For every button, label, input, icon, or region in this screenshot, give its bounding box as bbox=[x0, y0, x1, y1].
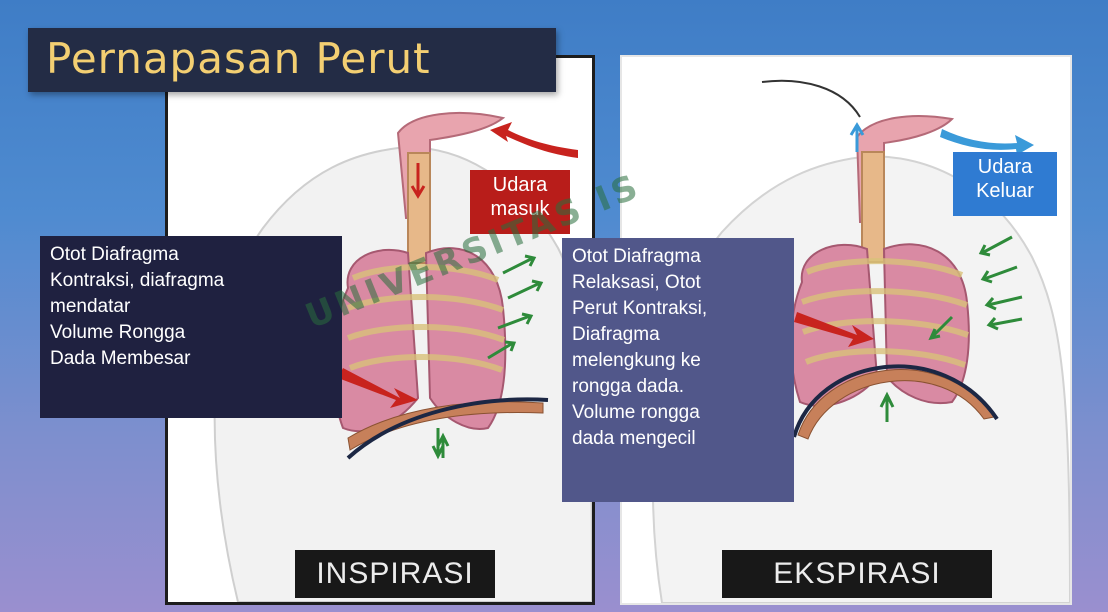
description-line: Kontraksi, diafragma bbox=[50, 268, 332, 294]
description-line: Perut Kontraksi, bbox=[572, 296, 784, 322]
description-line: mendatar bbox=[50, 294, 332, 320]
description-line: Volume Rongga bbox=[50, 320, 332, 346]
inspiration-label: INSPIRASI bbox=[295, 550, 495, 598]
description-line: Dada Membesar bbox=[50, 346, 332, 372]
air-out-label-line: Udara bbox=[953, 155, 1057, 179]
slide-title-box: Pernapasan Perut bbox=[28, 28, 556, 92]
expiration-description-box: Otot Diafragma Relaksasi, Otot Perut Kon… bbox=[562, 238, 794, 502]
description-line: Diafragma bbox=[572, 322, 784, 348]
description-line: dada mengecil bbox=[572, 426, 784, 452]
head-outline bbox=[762, 81, 860, 117]
description-line: Relaksasi, Otot bbox=[572, 270, 784, 296]
slide-title: Pernapasan Perut bbox=[46, 34, 431, 83]
air-out-badge: Udara Keluar bbox=[953, 152, 1057, 216]
inspiration-description-box: Otot Diafragma Kontraksi, diafragma mend… bbox=[40, 236, 342, 418]
description-line: Otot Diafragma bbox=[572, 244, 784, 270]
description-line: Volume rongga bbox=[572, 400, 784, 426]
air-in-arrow bbox=[490, 122, 578, 158]
description-line: melengkung ke bbox=[572, 348, 784, 374]
description-line: rongga dada. bbox=[572, 374, 784, 400]
air-in-label-line: Udara bbox=[470, 173, 570, 197]
air-out-label-line: Keluar bbox=[953, 179, 1057, 203]
trachea bbox=[862, 152, 884, 262]
expiration-label: EKSPIRASI bbox=[722, 550, 992, 598]
description-line: Otot Diafragma bbox=[50, 242, 332, 268]
